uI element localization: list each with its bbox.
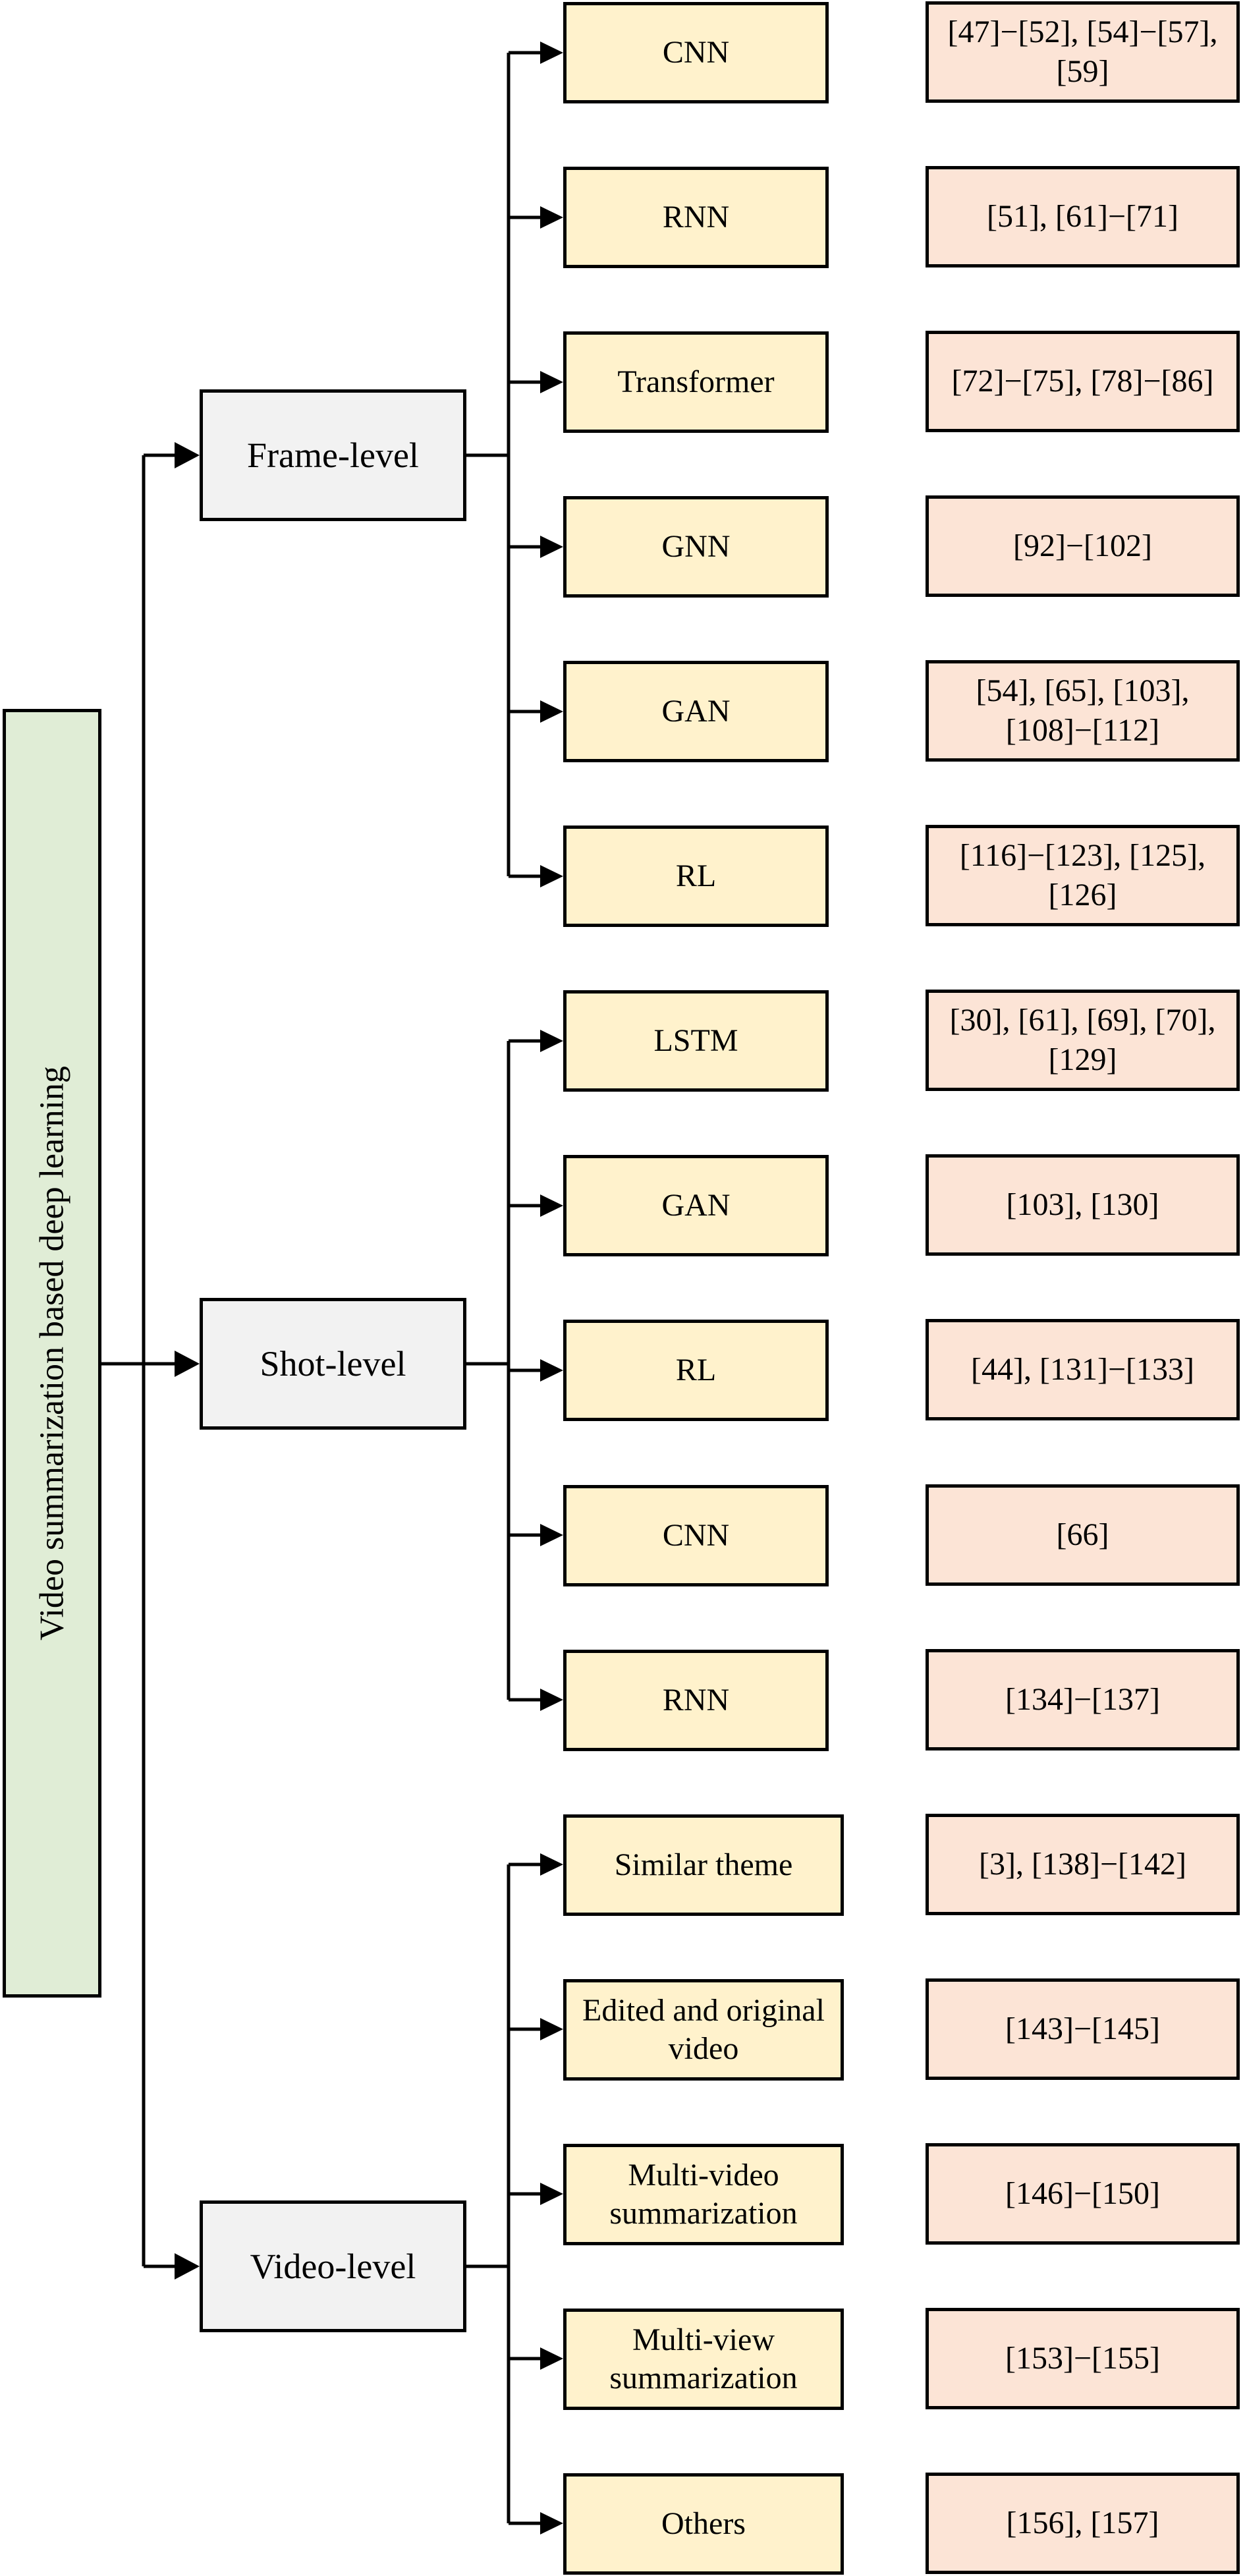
method-node: RL xyxy=(563,1320,829,1421)
method-node: Multi-video summarization xyxy=(563,2144,844,2245)
method-node: GNN xyxy=(563,496,829,598)
refs-node: [92]−[102] xyxy=(926,495,1240,597)
refs-node: [30], [61], [69], [70], [129] xyxy=(926,990,1240,1091)
method-node: RNN xyxy=(563,167,829,268)
method-node: GAN xyxy=(563,661,829,762)
refs-node: [146]−[150] xyxy=(926,2143,1240,2245)
refs-node: [44], [131]−[133] xyxy=(926,1319,1240,1420)
refs-node: [66] xyxy=(926,1484,1240,1586)
refs-node: [153]−[155] xyxy=(926,2308,1240,2409)
refs-node: [72]−[75], [78]−[86] xyxy=(926,331,1240,432)
level-node-frame: Frame-level xyxy=(200,389,466,521)
method-node: Transformer xyxy=(563,331,829,433)
refs-node: [54], [65], [103], [108]−[112] xyxy=(926,660,1240,762)
method-node: Similar theme xyxy=(563,1814,844,1916)
refs-node: [3], [138]−[142] xyxy=(926,1814,1240,1915)
method-node: CNN xyxy=(563,2,829,103)
refs-node: [134]−[137] xyxy=(926,1649,1240,1750)
method-node: RNN xyxy=(563,1650,829,1751)
method-node: Edited and original video xyxy=(563,1979,844,2081)
root-node-label: Video summarization based deep learning xyxy=(33,1066,71,1640)
method-node: Others xyxy=(563,2473,844,2575)
refs-node: [116]−[123], [125], [126] xyxy=(926,825,1240,926)
method-node: LSTM xyxy=(563,990,829,1092)
refs-node: [51], [61]−[71] xyxy=(926,166,1240,267)
refs-node: [103], [130] xyxy=(926,1154,1240,1256)
method-node: RL xyxy=(563,826,829,927)
refs-node: [143]−[145] xyxy=(926,1978,1240,2080)
level-node-shot: Shot-level xyxy=(200,1298,466,1430)
method-node: Multi-view summarization xyxy=(563,2309,844,2410)
method-node: GAN xyxy=(563,1155,829,1256)
root-node: Video summarization based deep learning xyxy=(3,709,101,1998)
method-node: CNN xyxy=(563,1485,829,1586)
refs-node: [47]−[52], [54]−[57], [59] xyxy=(926,1,1240,103)
level-node-video: Video-level xyxy=(200,2200,466,2332)
refs-node: [156], [157] xyxy=(926,2473,1240,2574)
